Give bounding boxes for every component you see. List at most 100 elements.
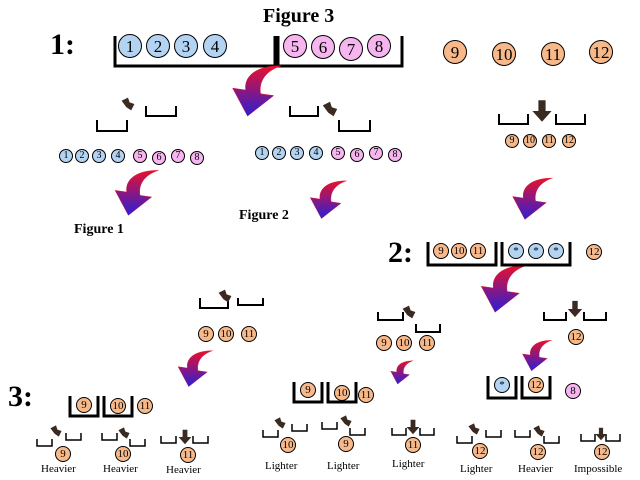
ml-ball-10: 10: [218, 326, 234, 342]
figure-2-label: Figure 2: [239, 208, 289, 223]
pointer-r1-down: [532, 100, 552, 122]
pointer-a1: [50, 425, 62, 437]
s3a-ball-11: 11: [137, 398, 153, 414]
f2-ball-4: 4: [309, 146, 323, 160]
mini-b2-right: [349, 428, 366, 436]
s3c-right-pan: [520, 376, 552, 400]
outcome-b3-ball: 11: [405, 437, 421, 453]
ball-7: 7: [339, 37, 363, 61]
flow-arrow-1: [232, 65, 282, 117]
ball-8: 8: [367, 34, 391, 58]
f1-ball-2: 2: [75, 149, 89, 163]
scale-ml-right: [237, 298, 264, 306]
mini-a2-left: [101, 433, 118, 441]
pointer-ml: [218, 289, 232, 303]
outcome-c2-ball: 12: [530, 444, 546, 460]
s2-ball-11: 11: [470, 243, 486, 259]
mini-c2-right: [543, 436, 560, 444]
s3b-ball-9: 9: [300, 382, 316, 398]
outcome-a1-ball: 9: [55, 446, 71, 462]
flow-arrow-4: [480, 265, 527, 313]
outcome-b1-ball: 10: [280, 437, 296, 453]
f1-ball-6: 6: [152, 151, 166, 165]
ball-11: 11: [541, 42, 565, 66]
ball-3: 3: [174, 34, 198, 58]
s3b-ball-11: 11: [358, 387, 374, 403]
f2-ball-5: 5: [331, 146, 345, 160]
s3b-right-pan: [326, 382, 358, 404]
f2-ball-2: 2: [272, 146, 286, 160]
ball-12: 12: [589, 40, 613, 64]
s3c-star: *: [494, 377, 510, 393]
right-pan-large: [276, 36, 404, 68]
ml-ball-9: 9: [198, 326, 214, 342]
f2-ball-1: 1: [255, 146, 269, 160]
pointer-c1: [468, 423, 480, 435]
f2-ball-3: 3: [290, 146, 304, 160]
scale-mr-left: [543, 312, 567, 321]
outcome-a3-ball: 11: [180, 447, 196, 463]
mini-a3-right: [192, 436, 209, 444]
left-pan-large: [113, 36, 277, 68]
s3b-ball-10: 10: [334, 385, 350, 401]
ball-10: 10: [492, 42, 516, 66]
mini-b1-right: [291, 424, 308, 432]
pointer-c2: [533, 425, 545, 437]
outcome-c2-label: Heavier: [518, 463, 553, 475]
mini-c1-right: [485, 430, 502, 438]
s3a-right-pan: [102, 396, 134, 418]
figure-1-label: Figure 1: [74, 222, 124, 237]
s3c-left-pan: [486, 376, 518, 400]
mini-a1-left: [36, 439, 53, 447]
outcome-a1-label: Heavier: [41, 463, 76, 475]
scale-fig1-right: [145, 106, 177, 117]
mini-c3-right: [605, 434, 621, 442]
outcome-a2-label: Heavier: [103, 463, 138, 475]
scale-ml-left: [199, 298, 229, 309]
step-1-label: 1:: [50, 28, 75, 61]
scale-fig1-left: [96, 120, 128, 132]
mc-ball-11: 11: [419, 335, 435, 351]
outcome-b2-ball: 9: [338, 436, 354, 452]
mini-a3-left: [160, 436, 177, 444]
f1-ball-8: 8: [190, 151, 204, 165]
mini-b1-left: [262, 430, 279, 438]
outcome-c1-label: Lighter: [460, 463, 493, 475]
f1-ball-3: 3: [92, 149, 106, 163]
f1-ball-4: 4: [111, 149, 125, 163]
pointer-b2: [340, 415, 352, 427]
step-3-label: 3:: [8, 380, 33, 413]
outcome-b1-label: Lighter: [265, 460, 298, 472]
mr-ball-12: 12: [568, 329, 584, 345]
ball-5: 5: [283, 34, 307, 58]
s3c-ball-8: 8: [565, 383, 581, 399]
mc-ball-9: 9: [376, 335, 392, 351]
flow-arrow-3: [512, 177, 553, 220]
outcome-b3-label: Lighter: [392, 458, 425, 470]
outcome-b2-label: Lighter: [327, 460, 360, 472]
f2-ball-6: 6: [350, 148, 364, 162]
s3a-ball-10: 10: [110, 398, 126, 414]
ml-ball-11: 11: [241, 326, 257, 342]
s2-star-3: *: [548, 243, 564, 259]
scale-fig2-left: [289, 106, 319, 117]
f1-ball-7: 7: [171, 149, 185, 163]
outcome-a2-ball: 10: [115, 446, 131, 462]
pointer-c3-down: [595, 427, 607, 441]
scale-mc-right: [415, 324, 441, 333]
ball-1: 1: [118, 34, 142, 58]
s3a-ball-9: 9: [76, 397, 92, 413]
mini-c2-left: [514, 430, 531, 438]
r1-ball-12: 12: [562, 134, 576, 148]
pointer-b1: [274, 417, 286, 429]
f2-ball-7: 7: [369, 146, 383, 160]
s3b-left-pan: [292, 382, 324, 404]
mini-c1-left: [456, 436, 473, 444]
scale-fig2-right: [338, 120, 371, 132]
r1-ball-9: 9: [505, 134, 519, 148]
pointer-fig1: [121, 97, 135, 111]
s3a-left-pan: [68, 396, 100, 418]
outcome-c1-ball: 12: [472, 443, 488, 459]
ball-4: 4: [203, 34, 227, 58]
flow-arrow-fig1: [114, 170, 159, 216]
